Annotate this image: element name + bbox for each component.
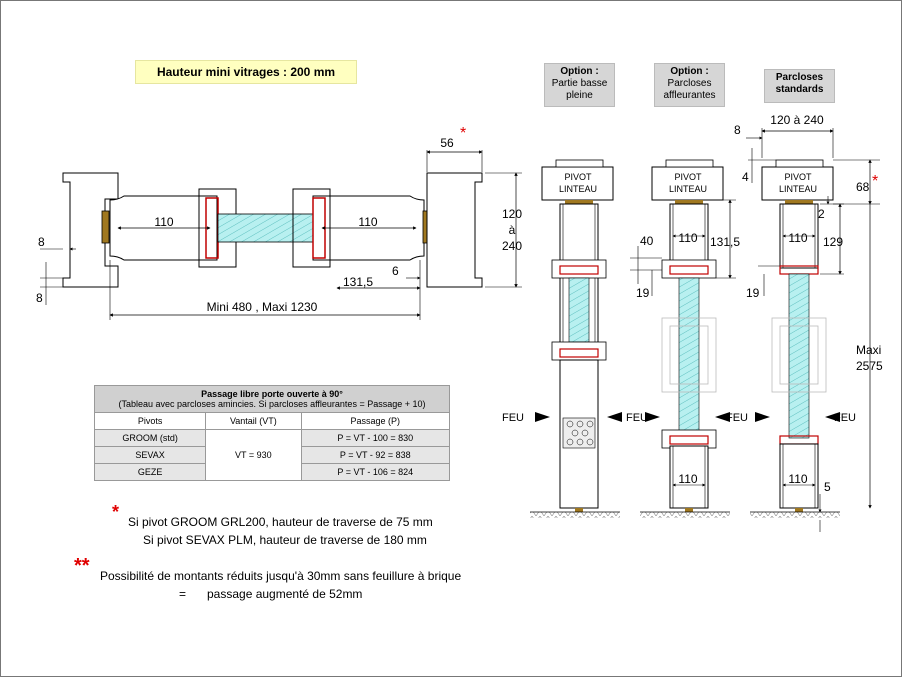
dim-68-star: * [872, 173, 878, 190]
dim-131-5: 131,5 [343, 275, 373, 289]
note-sevax: Si pivot SEVAX PLM, hauteur de traverse … [143, 533, 427, 547]
dim-19-e3: 19 [746, 286, 760, 300]
dim-4: 4 [742, 170, 749, 184]
option-title: Parcloses [775, 72, 824, 83]
dim-110-e3-top: 110 [788, 231, 807, 245]
dim-8-top: 8 [38, 235, 45, 249]
table-row: GROOM (std) VT = 930 P = VT - 100 = 830 [93, 429, 451, 481]
option-line1: Parcloses [667, 78, 712, 89]
linteau-label: LINTEAU [559, 184, 597, 194]
option-flush-beads: Option : Parcloses affleurantes [654, 63, 725, 107]
dim-110-e3-bottom: 110 [788, 472, 807, 486]
pivot-label: PIVOT [564, 172, 592, 182]
pivot-label: PIVOT [674, 172, 702, 182]
dim-131-5-e2: 131,5 [710, 235, 740, 249]
dim-56: 56 [440, 136, 454, 150]
dim-6: 6 [392, 264, 399, 278]
dim-110-right: 110 [358, 215, 377, 229]
feu-label-2: FEU [626, 412, 648, 424]
dim-2: 2 [818, 207, 825, 221]
row-passage: P = VT - 106 = 824 [300, 463, 451, 481]
row-pivot: GROOM (std) [93, 429, 207, 447]
option-line2: affleurantes [663, 90, 716, 101]
dim-129: 129 [823, 235, 843, 249]
table-title: Passage libre porte ouverte à 90° [201, 389, 343, 399]
option-title: Option : [560, 66, 599, 77]
note-passage: passage augmenté de 52mm [207, 587, 363, 601]
col-passage: Passage (P) [300, 412, 451, 430]
table-subtitle: (Tableau avec parcloses amincies. Si par… [118, 399, 426, 409]
passage-table: Passage libre porte ouverte à 90° (Table… [93, 385, 451, 481]
linteau-label: LINTEAU [669, 184, 707, 194]
option-line1: Partie basse [551, 78, 608, 89]
dim-120: 120 [502, 207, 522, 221]
dim-5: 5 [824, 480, 831, 494]
feu-label-1: FEU [502, 412, 524, 424]
dim-19-e2: 19 [636, 286, 650, 300]
table-row: SEVAX P = VT - 92 = 838 [93, 446, 451, 464]
option-bottom-solid: Option : Partie basse pleine [544, 63, 615, 107]
vantail-value: VT = 930 [205, 429, 302, 481]
option-title: Option : [670, 66, 709, 77]
option-line2: pleine [566, 90, 593, 101]
linteau-label: LINTEAU [779, 184, 817, 194]
dim-240: 240 [502, 239, 522, 253]
elevation-solid-bottom: PIVOT LINTEAU FEU [502, 159, 622, 518]
table-row: GEZE P = VT - 106 = 824 [93, 463, 451, 481]
dim-2575: 2575 [856, 359, 883, 373]
col-vantail: Vantail (VT) [205, 412, 302, 430]
option-line1: standards [775, 84, 824, 95]
note-groom: Si pivot GROOM GRL200, hauteur de traver… [128, 515, 433, 529]
elevation-flush-beads: PIVOT LINTEAU FEU 110 110 40 19 [626, 159, 740, 518]
note-equals: = [179, 587, 187, 601]
dim-110-e2-bottom: 110 [678, 472, 697, 486]
mini-height-banner: Hauteur mini vitrages : 200 mm [135, 60, 357, 84]
note-star-1: * [112, 502, 120, 522]
left-pivot [101, 210, 110, 244]
dim-56-star: * [460, 125, 466, 142]
dim-120-240: 120 à 240 [770, 113, 824, 127]
option-standard-beads: Parcloses standards [764, 69, 835, 103]
note-star-2: ** [74, 555, 90, 577]
row-passage: P = VT - 92 = 838 [300, 446, 451, 464]
row-passage: P = VT - 100 = 830 [300, 429, 451, 447]
note-montants: Possibilité de montants réduits jusqu'à … [100, 569, 462, 583]
dim-110-left: 110 [154, 215, 173, 229]
right-wall-profile [426, 172, 483, 288]
dim-maxi: Maxi [856, 343, 881, 357]
dim-68: 68 [856, 180, 870, 194]
dim-8-e3: 8 [734, 123, 741, 137]
col-pivots: Pivots [93, 412, 207, 430]
pivot-label: PIVOT [784, 172, 812, 182]
dim-mini-maxi: Mini 480 , Maxi 1230 [207, 300, 318, 314]
dim-a: à [509, 223, 516, 237]
plan-glass [217, 213, 315, 243]
table-header: Passage libre porte ouverte à 90° (Table… [94, 385, 450, 413]
row-pivot: SEVAX [93, 446, 207, 464]
elevation-standard-beads: PIVOT LINTEAU FEU FEU 110 110 120 à 240 … [726, 113, 883, 532]
dim-110-e2-top: 110 [678, 231, 697, 245]
dim-8-bottom: 8 [36, 291, 43, 305]
row-pivot: GEZE [93, 463, 207, 481]
feu-label-3: FEU [726, 412, 748, 424]
dim-40: 40 [640, 234, 654, 248]
plan-view: 110 110 56 * 120 à 240 8 8 131,5 6 Mini … [36, 125, 522, 320]
